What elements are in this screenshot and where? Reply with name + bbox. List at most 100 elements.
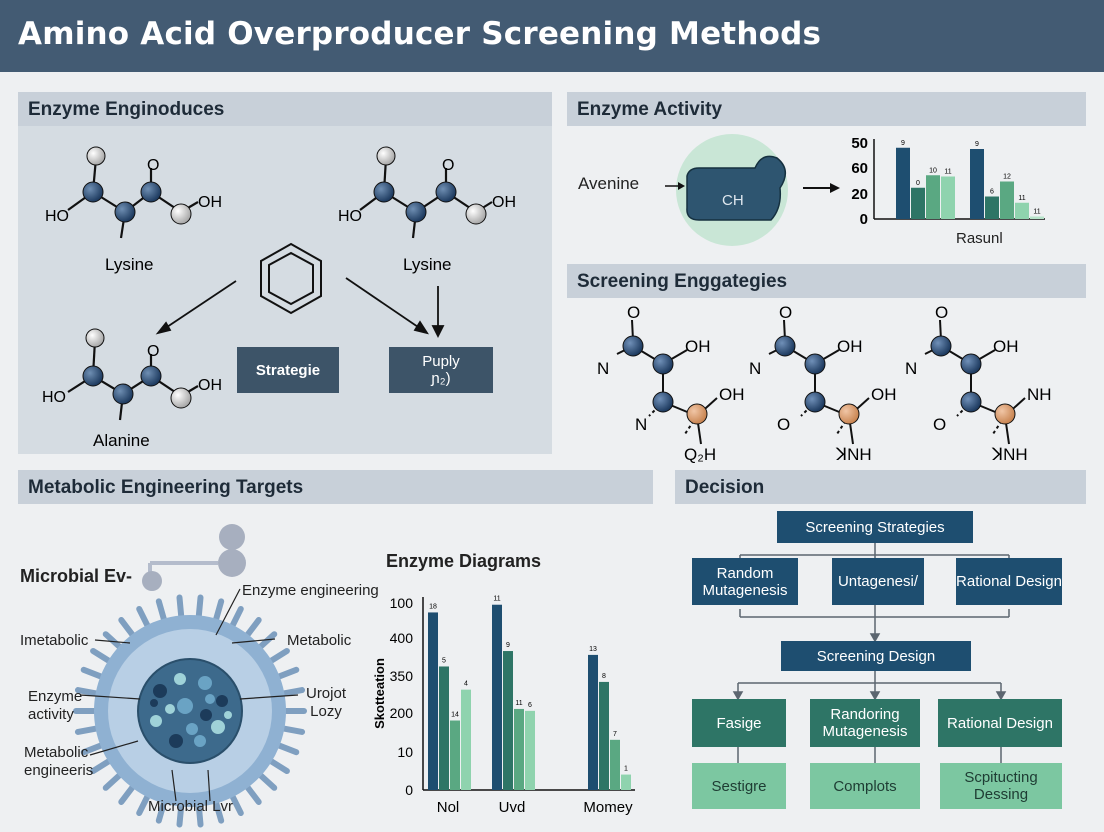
bar — [461, 689, 471, 790]
spike — [90, 757, 114, 775]
pointer-line — [207, 769, 211, 802]
bar-data-label: 11 — [1018, 195, 1025, 202]
enzyme-section-title: Enzyme Enginoduces — [28, 99, 225, 120]
pointer-line — [215, 588, 241, 636]
complots-node: Complots — [810, 763, 920, 809]
bar — [450, 720, 460, 790]
lysine-right-label: Lysine — [403, 255, 452, 274]
granule — [224, 711, 232, 719]
lysine-left-label: Lysine — [105, 255, 154, 274]
oh-label: OH — [993, 337, 1019, 356]
bar-data-label: 1 — [624, 766, 628, 773]
spike — [243, 783, 262, 805]
granule — [153, 684, 167, 698]
spike — [195, 594, 204, 621]
left-label: N — [635, 415, 647, 434]
bar — [1015, 202, 1029, 219]
rational-design-node: Rational Design — [938, 699, 1062, 747]
bar — [514, 708, 524, 790]
y-tick-label: 10 — [397, 744, 413, 760]
right-label: NH — [1027, 385, 1052, 404]
bar-data-label: 13 — [589, 646, 597, 653]
avenine-label: Avenine — [578, 174, 640, 193]
rational-design-top-node: Rational Design — [956, 558, 1062, 605]
bar — [1030, 216, 1044, 219]
right-label: OH — [719, 385, 745, 404]
randoring-mutagenesis-node: Randoring Mutagenesis — [810, 699, 920, 747]
pointer-line — [89, 740, 139, 756]
svg-text:OH: OH — [198, 377, 222, 394]
sestigre-node: Sestigre — [692, 763, 786, 809]
bar-data-label: 12 — [1003, 174, 1011, 181]
bar — [439, 666, 449, 790]
enzyme-bar-chart: 010200350400100Skotteation185144Nol11911… — [372, 595, 635, 816]
enzyme-diagrams-title: Enzyme Diagrams — [386, 551, 542, 571]
bar — [926, 175, 940, 219]
bar-data-label: 9 — [901, 140, 905, 147]
random-mutagenesis-node: Random Mutagenesis — [692, 558, 798, 605]
bar-data-label: 18 — [429, 603, 437, 610]
y-tick-label: 400 — [390, 630, 414, 646]
y-tick-label: 350 — [390, 668, 414, 684]
granule — [216, 695, 228, 707]
spike — [90, 647, 114, 665]
oh-label: OH — [685, 337, 711, 356]
label-metabolic-left: Imetabolic — [20, 632, 89, 649]
spike — [274, 741, 300, 756]
pointer-line — [94, 639, 131, 644]
svg-text:OH: OH — [492, 194, 516, 211]
bar-data-label: 11 — [515, 700, 522, 707]
decision-section-title: Decision — [685, 477, 765, 498]
spike — [80, 741, 106, 756]
screening-strategies-node: Screening Strategies — [777, 511, 973, 543]
activity-chart-xlabel: Rasunl — [956, 230, 1003, 247]
spike — [74, 687, 101, 697]
granule — [198, 676, 212, 690]
granule — [150, 715, 162, 727]
node-circle — [219, 524, 245, 550]
spike — [195, 801, 204, 828]
ch-label: CH — [722, 192, 744, 209]
bottom-label: ꓘNH — [991, 445, 1028, 464]
y-axis-label: Skotteation — [372, 658, 387, 729]
spike — [102, 631, 124, 651]
spike — [155, 798, 168, 824]
activity-section-title: Enzyme Activity — [577, 99, 723, 120]
decision-section-header: Decision — [675, 470, 1086, 504]
bottom-label: ꓘNH — [835, 445, 872, 464]
spike — [176, 594, 185, 621]
spike — [243, 617, 262, 639]
bar — [610, 739, 620, 790]
x-category-label: Uvd — [499, 799, 526, 816]
bar-data-label: 11 — [944, 169, 951, 176]
pointer-line — [231, 638, 276, 644]
spike — [74, 725, 101, 735]
enzyme-panel — [18, 92, 552, 454]
granule — [165, 704, 175, 714]
enzyme-blob-icon — [686, 155, 786, 221]
puply-box: Puply ɲ₂) — [389, 347, 493, 393]
left-label: O — [777, 415, 790, 434]
spike — [256, 771, 278, 791]
activity-section-header: Enzyme Activity — [567, 92, 1086, 126]
granule — [174, 673, 186, 685]
bar — [896, 147, 910, 219]
bar-data-label: 5 — [442, 657, 446, 664]
benzene-ring-icon — [260, 242, 322, 315]
title-bar: Amino Acid Overproducer Screening Method… — [0, 0, 1104, 72]
screening-design-node: Screening Design — [781, 641, 971, 671]
spike — [118, 783, 137, 805]
bar — [599, 681, 609, 790]
microbe-diagram — [73, 524, 307, 828]
svg-text:O: O — [442, 157, 454, 174]
spike — [136, 605, 152, 630]
bar-data-label: 7 — [613, 731, 617, 738]
pointer-line — [79, 694, 141, 700]
bar-data-label: 14 — [451, 712, 459, 719]
bar — [503, 651, 513, 790]
page-title: Amino Acid Overproducer Screening Method… — [18, 16, 822, 52]
label-enzyme-engineering: Enzyme engineering — [242, 582, 379, 599]
